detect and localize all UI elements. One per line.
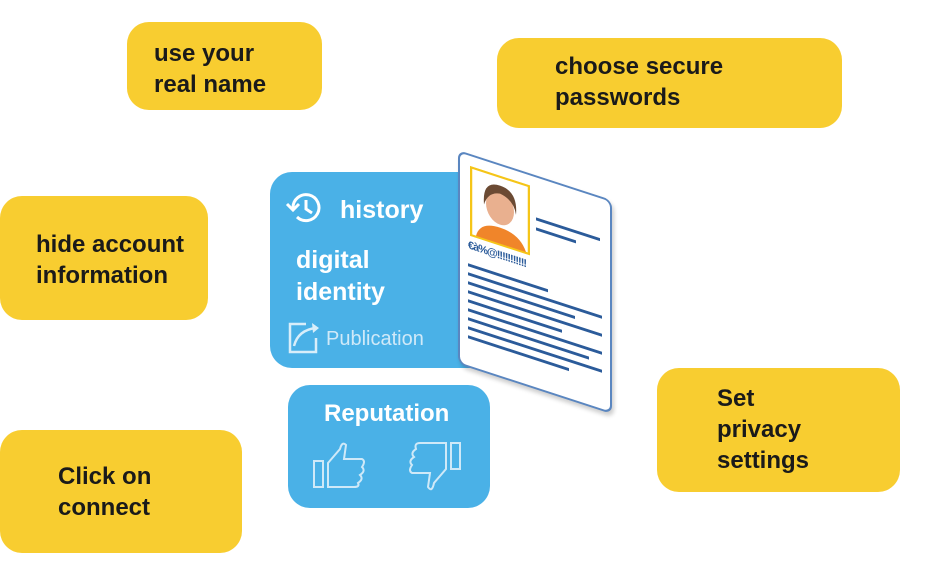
publish-icon: [288, 322, 319, 354]
avatar: [470, 165, 530, 256]
tip-line: privacy: [717, 416, 802, 443]
tip-line: settings: [717, 447, 810, 474]
thumbs-down-icon: [409, 442, 461, 491]
thumbs-up-icon: [313, 442, 365, 488]
tip-line: connect: [58, 494, 151, 521]
tip-line: information: [36, 262, 168, 289]
tip-click-connect: Click on connect: [0, 430, 242, 553]
tip-privacy-settings: Set privacy settings: [657, 368, 900, 492]
tip-line: passwords: [555, 84, 681, 111]
tip-line: Click on: [58, 463, 152, 490]
history-label: history: [340, 196, 424, 224]
publication-label: Publication: [326, 328, 424, 350]
tip-line: choose secure: [555, 53, 724, 80]
reputation-panel: Reputation: [288, 385, 490, 508]
tip-hide-account: hide account information: [0, 196, 208, 320]
tip-line: hide account: [36, 231, 185, 258]
tip-line: Set: [717, 385, 755, 412]
title-line: digital: [296, 246, 370, 274]
title-line: identity: [296, 278, 385, 306]
card-text-lines: [468, 257, 602, 388]
tip-use-real-name: use your real name: [127, 22, 322, 110]
digital-identity-title: digital identity: [296, 244, 385, 308]
tip-line: real name: [154, 71, 267, 98]
history-icon: [285, 193, 321, 223]
tip-line: use your: [154, 40, 255, 67]
tip-secure-passwords: choose secure passwords: [497, 38, 842, 128]
reputation-label: Reputation: [324, 400, 450, 427]
id-card: €à%@!!!!!!!!!!!: [458, 150, 612, 415]
